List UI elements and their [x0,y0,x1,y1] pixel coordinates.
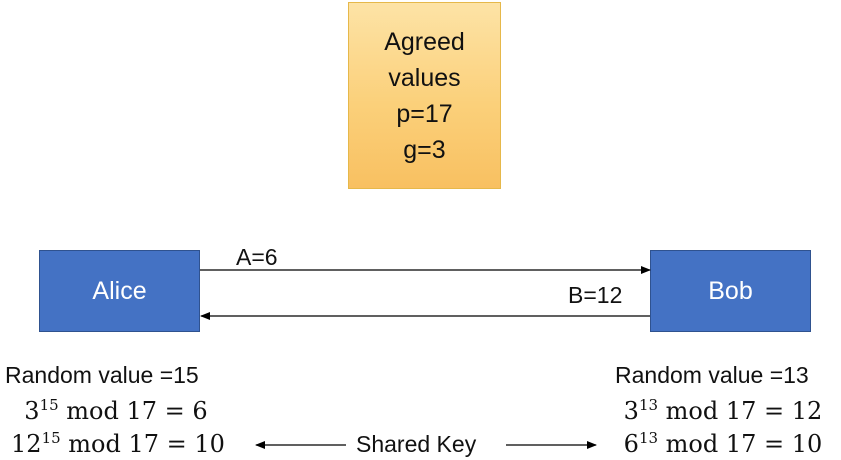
alice-eq2-exponent: 15 [41,429,61,447]
message-a-label: A=6 [236,244,278,270]
alice-eq2-rest: mod 17 = 10 [60,430,225,458]
alice-eq1-exponent: 15 [39,396,59,414]
bob-eq1-exponent: 13 [638,396,659,414]
alice-eq1-rest: mod 17 = 6 [58,397,208,425]
bob-equation-2: 613 mod 17 = 10 [605,429,841,459]
bob-random-value: Random value =13 [615,362,809,388]
agreed-values-box: Agreed values p=17 g=3 [348,2,501,189]
bob-eq2-exponent: 13 [638,429,659,447]
agreed-line-2: values [388,63,461,92]
alice-box: Alice [39,250,200,332]
bob-equation-1: 313 mod 17 = 12 [605,396,841,426]
agreed-line-g: g=3 [403,135,446,164]
alice-random-value: Random value =15 [5,362,199,388]
bob-eq1-rest: mod 17 = 12 [658,397,823,425]
message-b-label: B=12 [568,282,623,308]
bob-box: Bob [650,250,811,332]
alice-label: Alice [92,276,147,305]
bob-eq1-base: 3 [623,397,639,425]
shared-key-label: Shared Key [356,431,477,457]
alice-eq2-base: 12 [11,430,42,458]
alice-equation-1: 315 mod 17 = 6 [0,396,232,426]
alice-eq1-base: 3 [24,397,40,425]
agreed-line-p: p=17 [396,99,453,128]
bob-label: Bob [708,276,753,305]
agreed-line-1: Agreed [384,27,465,56]
alice-equation-2: 1215 mod 17 = 10 [0,429,236,459]
bob-eq2-base: 6 [623,430,639,458]
bob-eq2-rest: mod 17 = 10 [658,430,823,458]
